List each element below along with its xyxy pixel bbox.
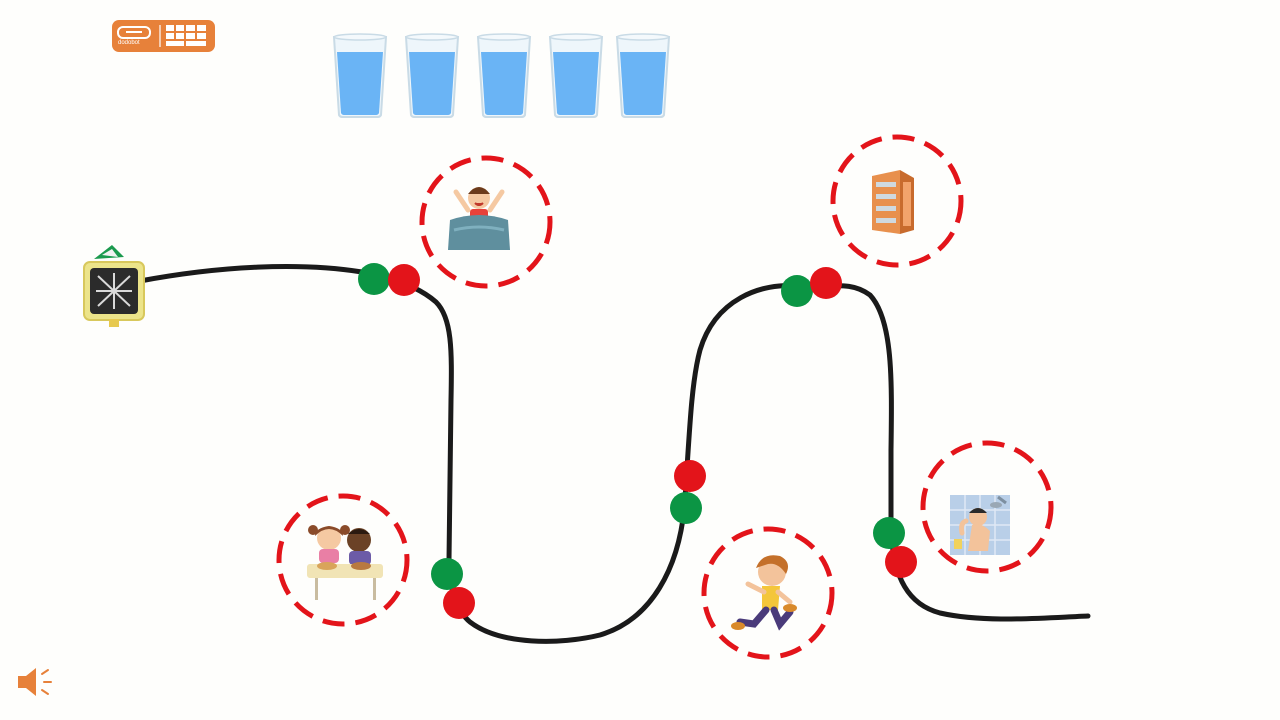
brand-logo: dodobot xyxy=(112,20,215,52)
route-markers xyxy=(358,263,917,619)
go-marker[interactable] xyxy=(670,492,702,524)
brand-logo-graphic xyxy=(117,25,206,47)
station-ring-wake-up[interactable] xyxy=(419,155,553,289)
office-building-icon xyxy=(872,170,914,234)
go-marker[interactable] xyxy=(358,263,390,295)
speaker-icon[interactable] xyxy=(14,662,54,702)
brand-name: dodobot xyxy=(118,40,140,46)
water-glass-icon[interactable] xyxy=(615,33,671,118)
water-glass-icon[interactable] xyxy=(332,33,388,118)
station-ring-breakfast[interactable] xyxy=(276,493,410,627)
station-ring-bath[interactable] xyxy=(920,440,1054,574)
water-glass-icon[interactable] xyxy=(548,33,604,118)
robot-module-icon[interactable] xyxy=(83,245,145,327)
go-marker[interactable] xyxy=(873,517,905,549)
stop-marker[interactable] xyxy=(443,587,475,619)
stop-marker[interactable] xyxy=(810,267,842,299)
stop-marker[interactable] xyxy=(885,546,917,578)
stop-marker[interactable] xyxy=(388,264,420,296)
station-ring-office[interactable] xyxy=(830,134,964,268)
stop-marker[interactable] xyxy=(674,460,706,492)
water-glasses-row xyxy=(332,33,671,118)
water-glass-icon[interactable] xyxy=(476,33,532,118)
kids-eating-at-table-icon xyxy=(307,525,383,600)
go-marker[interactable] xyxy=(431,558,463,590)
running-boy-icon xyxy=(731,555,797,631)
station-ring-exercise[interactable] xyxy=(701,526,835,660)
water-glass-icon[interactable] xyxy=(404,33,460,118)
boy-waking-in-bed-icon xyxy=(448,187,510,250)
station-rings xyxy=(276,134,1054,660)
shower-bath-icon xyxy=(950,495,1010,555)
go-marker[interactable] xyxy=(781,275,813,307)
